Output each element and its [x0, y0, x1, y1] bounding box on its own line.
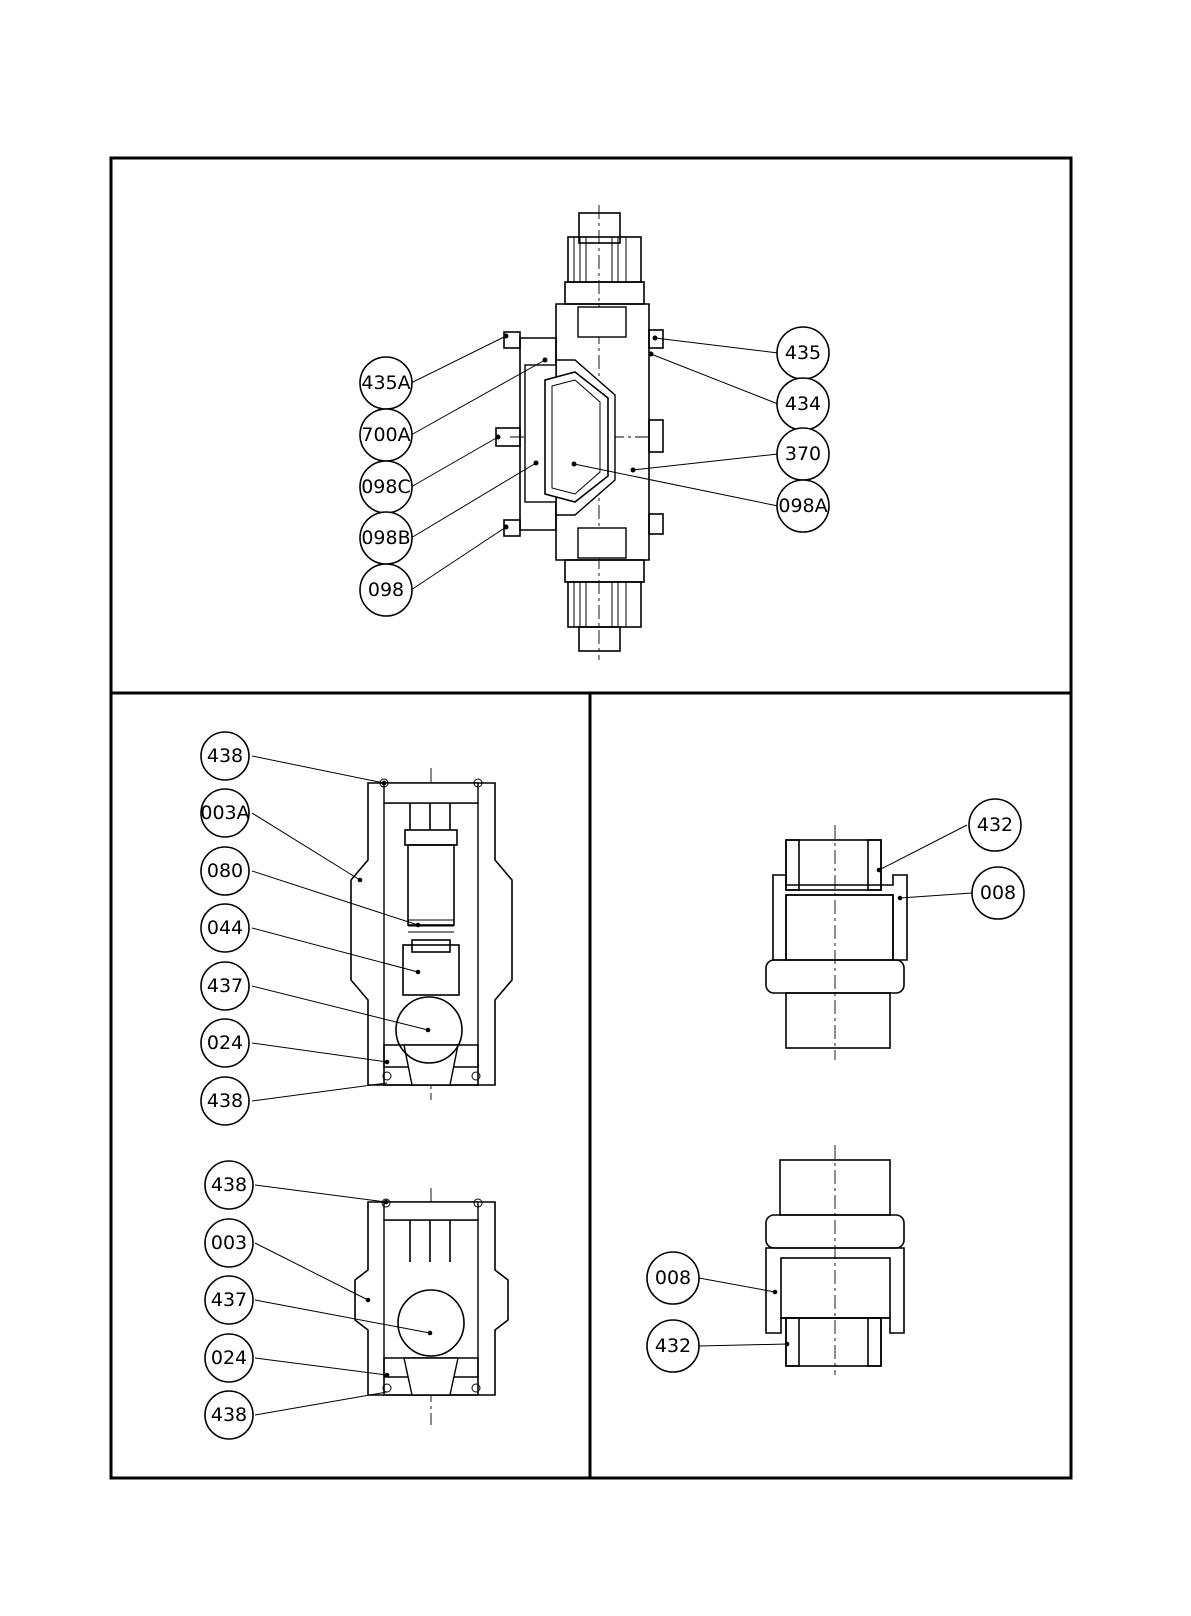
- callout-upper-003A: 003A: [200, 789, 249, 837]
- svg-text:098C: 098C: [361, 476, 411, 498]
- callout-upper-024: 024: [201, 1019, 249, 1067]
- callout-lower-438-bottom: 438: [205, 1391, 253, 1439]
- svg-text:003A: 003A: [200, 802, 249, 824]
- callout-upper-437: 437: [201, 962, 249, 1010]
- svg-text:024: 024: [211, 1347, 247, 1369]
- svg-text:098A: 098A: [778, 495, 827, 517]
- svg-text:438: 438: [211, 1174, 247, 1196]
- svg-text:044: 044: [207, 917, 243, 939]
- svg-text:432: 432: [655, 1335, 691, 1357]
- svg-text:008: 008: [980, 882, 1016, 904]
- svg-text:432: 432: [977, 814, 1013, 836]
- top-callout-370: 370: [777, 428, 829, 480]
- callout-upper-438-top: 438: [201, 732, 249, 780]
- svg-text:080: 080: [207, 860, 243, 882]
- svg-text:098B: 098B: [361, 527, 410, 549]
- svg-text:024: 024: [207, 1032, 243, 1054]
- svg-text:434: 434: [785, 393, 821, 415]
- svg-text:437: 437: [207, 975, 243, 997]
- callout-right-upper-432: 432: [969, 799, 1021, 851]
- svg-text:435A: 435A: [361, 372, 410, 394]
- top-callout-098A: 098A: [777, 480, 829, 532]
- top-callout-435: 435: [777, 327, 829, 379]
- svg-text:437: 437: [211, 1289, 247, 1311]
- union-lower-drawing: [699, 1145, 904, 1375]
- callout-lower-003: 003: [205, 1219, 253, 1267]
- callout-right-upper-008: 008: [972, 867, 1024, 919]
- callout-right-lower-008: 008: [647, 1252, 699, 1304]
- top-callout-098C: 098C: [360, 461, 412, 513]
- callout-lower-437: 437: [205, 1276, 253, 1324]
- top-callout-435A: 435A: [360, 357, 412, 409]
- top-callout-098B: 098B: [360, 512, 412, 564]
- callout-upper-044: 044: [201, 904, 249, 952]
- svg-text:008: 008: [655, 1267, 691, 1289]
- svg-text:438: 438: [207, 745, 243, 767]
- svg-text:438: 438: [207, 1090, 243, 1112]
- svg-text:003: 003: [211, 1232, 247, 1254]
- ball-check-valve-drawing: [255, 1185, 508, 1425]
- top-callout-434: 434: [777, 378, 829, 430]
- callout-right-lower-432: 432: [647, 1320, 699, 1372]
- svg-text:370: 370: [785, 443, 821, 465]
- top-sight-glass-drawing: [411, 205, 778, 660]
- svg-text:700A: 700A: [361, 424, 410, 446]
- union-upper-drawing: [766, 825, 972, 1060]
- callout-upper-438-bottom: 438: [201, 1077, 249, 1125]
- check-valve-with-spring-drawing: [252, 756, 512, 1101]
- drawing-frame: [111, 158, 1071, 1478]
- svg-text:438: 438: [211, 1404, 247, 1426]
- svg-text:435: 435: [785, 342, 821, 364]
- callout-lower-438-top: 438: [205, 1161, 253, 1209]
- callout-upper-080: 080: [201, 847, 249, 895]
- top-callout-098: 098: [360, 564, 412, 616]
- top-callout-700A: 700A: [360, 409, 412, 461]
- callout-lower-024: 024: [205, 1334, 253, 1382]
- svg-text:098: 098: [368, 579, 404, 601]
